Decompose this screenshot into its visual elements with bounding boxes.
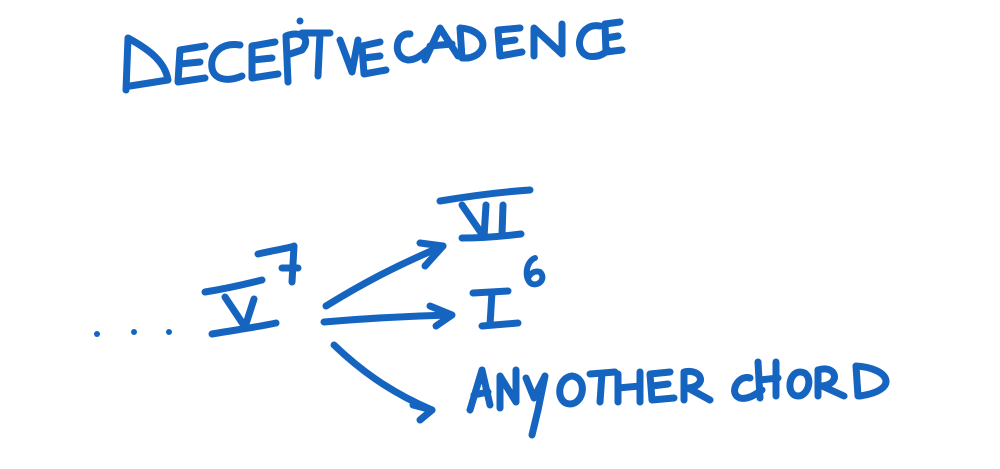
any-other-chord-text <box>466 358 890 439</box>
arrow-to-i6 <box>320 302 456 330</box>
chord-v7 <box>201 242 302 338</box>
leading-dots <box>94 329 172 337</box>
chord-i6 <box>469 255 546 330</box>
chord-vi <box>436 186 534 242</box>
arrow-to-vi <box>322 239 447 310</box>
arrow-to-any-other-chord <box>330 341 436 424</box>
